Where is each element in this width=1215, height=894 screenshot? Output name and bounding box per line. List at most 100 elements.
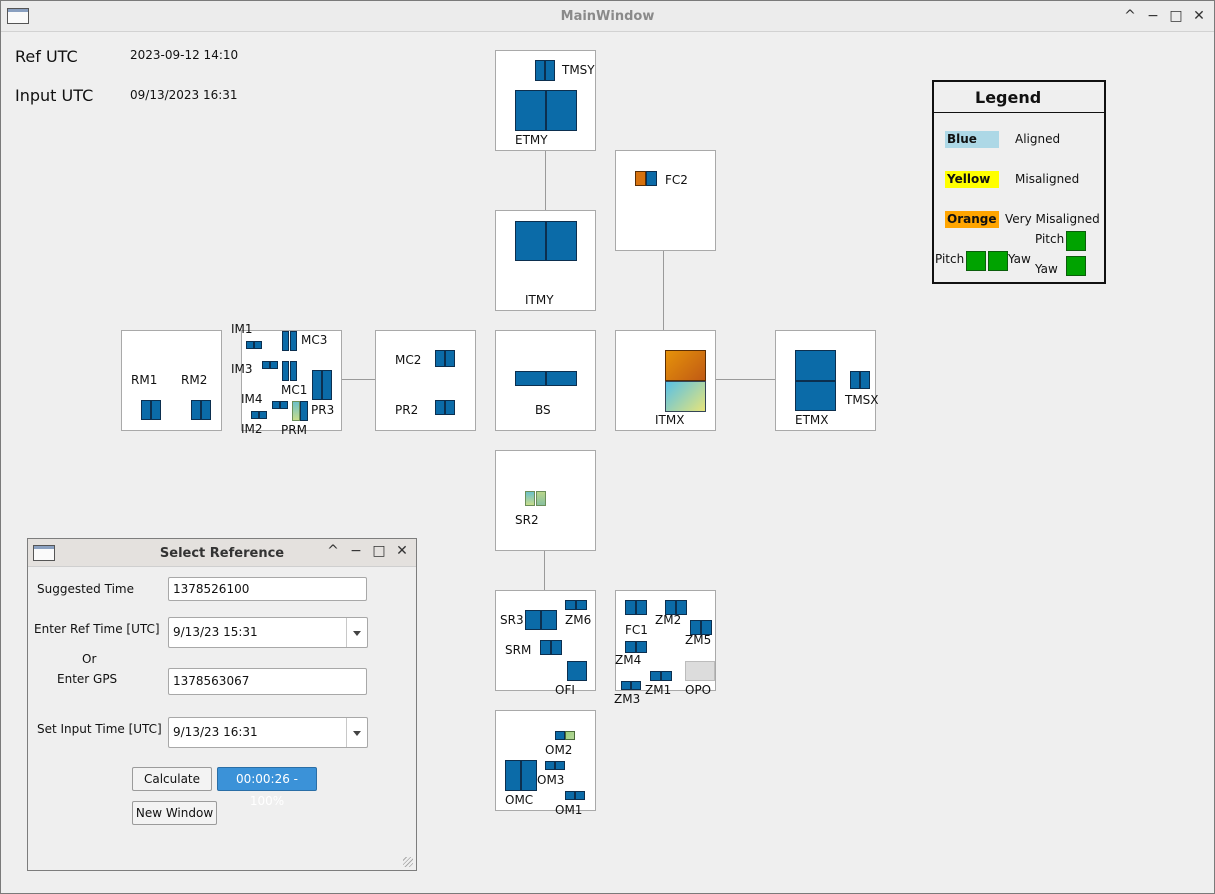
etmx-yaw	[795, 381, 836, 411]
minimize-icon[interactable]: −	[1147, 8, 1159, 24]
legend-panel: Legend Blue Aligned Yellow Misaligned Or…	[932, 80, 1106, 284]
rm-chamber[interactable]: RM1 RM2	[121, 330, 222, 431]
dialog-close-icon[interactable]: ✕	[396, 543, 408, 559]
im1-label: IM1	[231, 322, 253, 336]
close-icon[interactable]: ✕	[1193, 8, 1205, 24]
fc2-chamber[interactable]: FC2	[615, 150, 716, 251]
mc3-yaw	[290, 331, 297, 351]
legend-yaw-right: Yaw	[1008, 252, 1031, 266]
squeezer-chamber[interactable]: FC1 ZM2 ZM5 ZM4 ZM1 OPO	[615, 590, 716, 697]
input-utc-label: Input UTC	[15, 86, 94, 105]
zm5-label: ZM5	[685, 633, 712, 647]
zm3-pitch	[621, 681, 631, 690]
legend-yaw-swatch	[988, 251, 1008, 271]
zm4-yaw	[636, 641, 647, 653]
pr3-label: PR3	[311, 403, 335, 417]
calculate-button[interactable]: Calculate	[132, 767, 212, 791]
legend-pitch-square	[1066, 231, 1086, 251]
rm2-pitch	[191, 400, 201, 420]
calculation-progress-bar: 00:00:26 - 100%	[217, 767, 317, 808]
connector-line	[663, 250, 664, 330]
im1-pitch	[246, 341, 254, 349]
prm-label: PRM	[281, 423, 307, 437]
zm6-yaw	[576, 600, 587, 610]
chevron-down-icon[interactable]	[346, 618, 367, 647]
maximize-icon[interactable]: □	[1169, 8, 1183, 24]
sr2-yaw	[536, 491, 546, 506]
new-window-button[interactable]: New Window	[132, 801, 217, 825]
om3-label: OM3	[537, 773, 565, 787]
src-chamber[interactable]: SR3 ZM6 SRM OFI	[495, 590, 596, 697]
legend-yaw-square	[1066, 256, 1086, 276]
prm-pitch	[292, 401, 300, 421]
im3-label: IM3	[231, 362, 253, 376]
im2-label: IM2	[241, 422, 263, 436]
input-time-label: Set Input Time [UTC]	[37, 722, 162, 736]
tmsx-yaw	[860, 371, 870, 389]
chevron-down-icon[interactable]	[346, 718, 367, 747]
legend-blue-desc: Aligned	[1015, 132, 1061, 146]
input-time-combo[interactable]: 9/13/23 16:31	[168, 717, 368, 748]
etmx-chamber[interactable]: ETMX TMSX	[775, 330, 879, 431]
bs-chamber[interactable]: BS	[495, 330, 596, 431]
opo-optic	[685, 661, 715, 681]
im3-yaw	[270, 361, 278, 369]
sr2-chamber[interactable]: SR2	[495, 450, 596, 551]
dialog-shade-icon[interactable]: ^	[327, 543, 339, 559]
rm2-yaw	[201, 400, 211, 420]
etmx-pitch	[795, 350, 836, 381]
etmy-label: ETMY	[515, 133, 548, 147]
dialog-minimize-icon[interactable]: −	[350, 543, 362, 559]
itmy-chamber[interactable]: ITMY	[495, 210, 596, 311]
rm1-yaw	[151, 400, 161, 420]
shade-icon[interactable]: ^	[1124, 8, 1136, 24]
itmx-pitch	[665, 350, 706, 381]
mc1-pitch	[282, 361, 289, 381]
or-label: Or	[82, 652, 97, 666]
bs-pitch	[515, 371, 546, 386]
gps-field[interactable]: 1378563067	[168, 668, 367, 695]
zm2-label: ZM2	[655, 613, 682, 627]
pr2-label: PR2	[395, 403, 419, 417]
tmsy-pitch	[535, 60, 545, 81]
dialog-maximize-icon[interactable]: □	[372, 543, 386, 559]
rm1-pitch	[141, 400, 151, 420]
window-title: MainWindow	[560, 9, 655, 24]
prm-yaw	[300, 401, 308, 421]
ref-utc-label: Ref UTC	[15, 47, 78, 66]
pr3-pitch	[312, 370, 322, 400]
ref-time-combo[interactable]: 9/13/23 15:31	[168, 617, 368, 648]
title-bar[interactable]: MainWindow ^ − □ ✕	[1, 1, 1214, 32]
dialog-window-icon	[33, 545, 55, 561]
imc-chamber[interactable]: MC3 MC1 PR3 PRM	[241, 330, 342, 437]
im2-pitch	[251, 411, 259, 419]
sr3-label: SR3	[500, 613, 524, 627]
zm1-label: ZM1	[645, 683, 672, 697]
itmx-chamber[interactable]: ITMX	[615, 330, 716, 431]
ref-utc-value: 2023-09-12 14:10	[130, 48, 239, 62]
omc-chamber[interactable]: OM2 OM3 OMC OM1	[495, 710, 596, 817]
om2-label: OM2	[545, 743, 573, 757]
im1-yaw	[254, 341, 262, 349]
omc-label: OMC	[505, 793, 534, 807]
legend-orange-desc: Very Misaligned	[1005, 212, 1100, 226]
tmsy-label: TMSY	[562, 63, 595, 77]
zm3-label: ZM3	[614, 692, 641, 706]
resize-grip-icon[interactable]	[403, 857, 413, 867]
suggested-time-field[interactable]: 1378526100	[168, 577, 367, 601]
mc2-label: MC2	[395, 353, 422, 367]
etmy-chamber[interactable]: TMSY ETMY	[495, 50, 596, 151]
input-time-value: 9/13/23 16:31	[173, 725, 258, 739]
rm1-label: RM1	[131, 373, 158, 387]
om1-label: OM1	[555, 803, 583, 817]
itmy-label: ITMY	[525, 293, 554, 307]
zm2-yaw	[676, 600, 687, 615]
om1-yaw	[575, 791, 585, 800]
window-icon	[7, 8, 29, 24]
mc2-chamber[interactable]: MC2 PR2	[375, 330, 476, 431]
dialog-title-bar[interactable]: Select Reference ^ − □ ✕	[28, 539, 416, 567]
fc1-label: FC1	[625, 623, 648, 637]
bs-yaw	[546, 371, 577, 386]
input-utc-value: 09/13/2023 16:31	[130, 88, 238, 102]
suggested-time-label: Suggested Time	[37, 582, 134, 596]
